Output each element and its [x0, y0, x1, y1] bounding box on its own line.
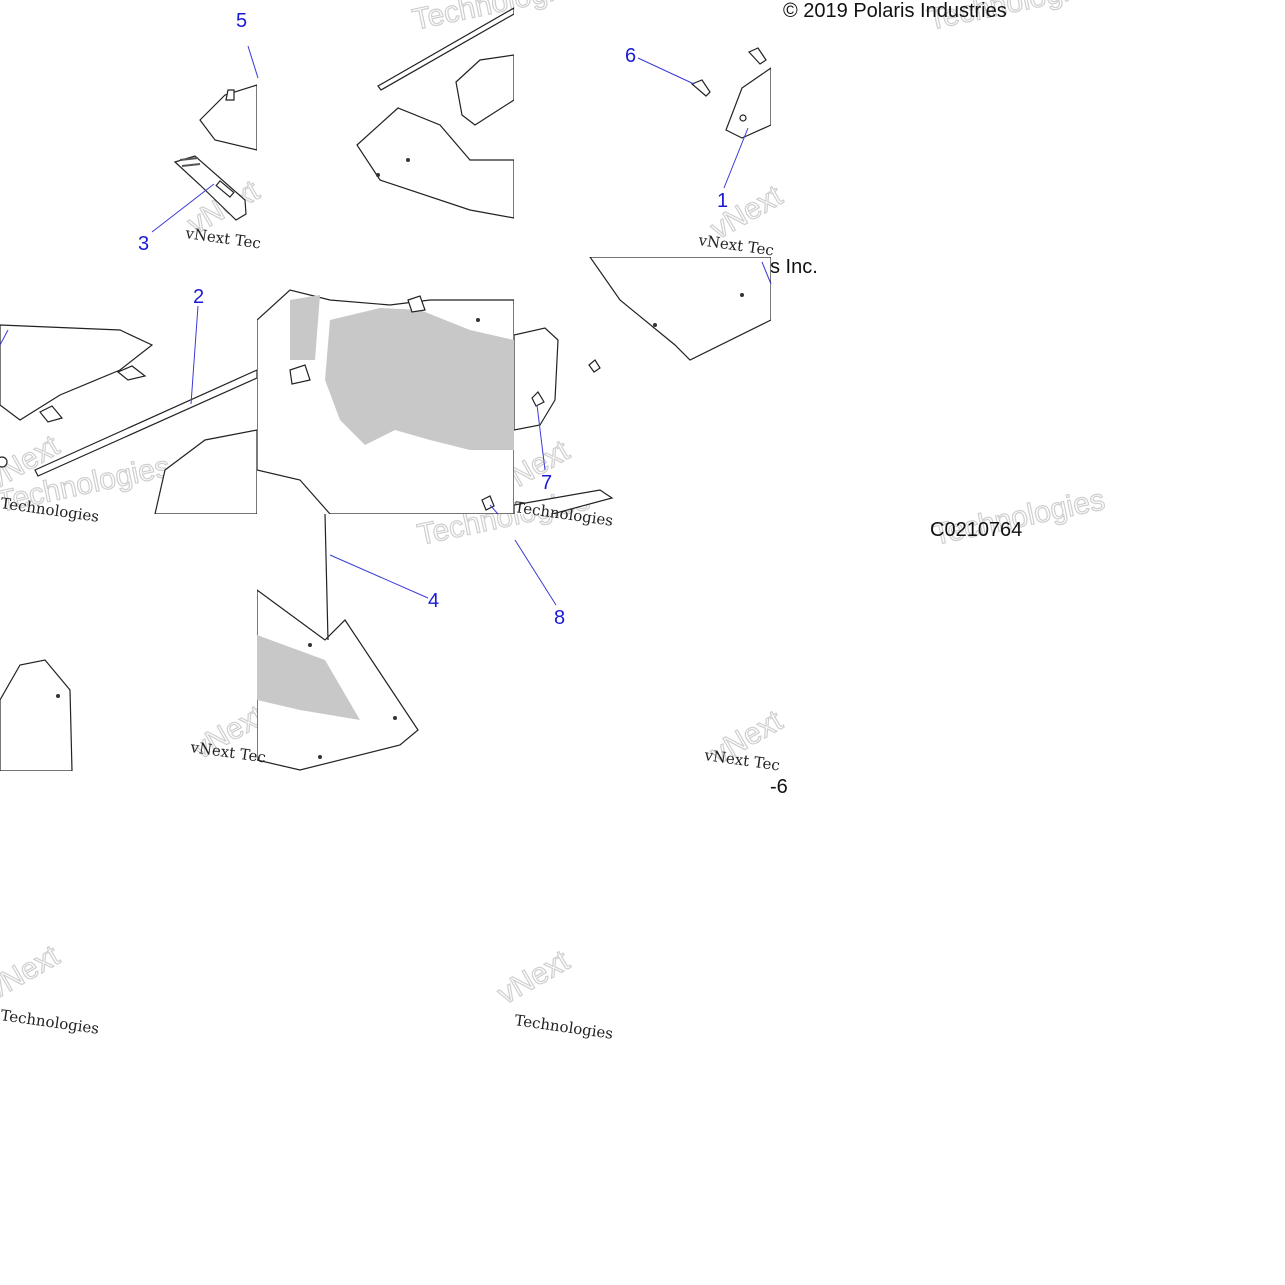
- tile-row2-col1: [0, 324, 257, 514]
- mount-hole: [376, 173, 380, 177]
- rod-upper: [377, 7, 514, 91]
- mount-hole: [406, 158, 410, 162]
- mount-hole: [393, 716, 397, 720]
- tile-row1-col2: [356, 7, 514, 219]
- leader-5: [247, 45, 259, 79]
- push-nut-7: [588, 359, 601, 373]
- clip-mount: [407, 295, 426, 313]
- copyright-notice: © 2019 Polaris Industries: [783, 0, 1007, 22]
- mount-hole: [318, 755, 322, 759]
- callout-labels: 5 3 6 1 2 7 4 8: [138, 10, 728, 629]
- bracket-side: [514, 327, 559, 431]
- leader-7: [536, 404, 546, 471]
- leader-lines: [0, 45, 772, 606]
- watermark-text: Technologies: [513, 1011, 614, 1043]
- leader-3: [151, 183, 215, 233]
- push-nut-7b: [531, 391, 545, 407]
- callout-4: 4: [428, 590, 439, 612]
- leader-6: [637, 57, 695, 85]
- callout-7: 7: [541, 472, 552, 494]
- callout-1: 1: [717, 190, 728, 212]
- callout-3: 3: [138, 233, 149, 255]
- kick-plate-ribs: [179, 157, 199, 161]
- panel-tab: [225, 89, 235, 101]
- watermark-text: Technologies: [0, 1006, 100, 1038]
- page-reference: -6: [770, 776, 788, 798]
- tile-row3-col1: [0, 659, 73, 771]
- watermark-text: vNext Tec: [702, 746, 781, 775]
- callout-8: 8: [554, 607, 565, 629]
- floor-pan-shading: [290, 295, 320, 360]
- fender-shading: [257, 635, 360, 720]
- mount-hole: [476, 318, 480, 322]
- mount-hole: [739, 114, 747, 122]
- seat-bracket: [455, 54, 514, 126]
- screw-6a: [690, 79, 711, 97]
- floor-panel-rear: [589, 257, 771, 361]
- watermark-text: vNext Tec: [696, 231, 775, 260]
- kick-plate-slot: [215, 180, 235, 198]
- fastener-cap: [0, 456, 8, 468]
- leader-1b: [761, 261, 772, 285]
- callout-2: 2: [193, 286, 204, 308]
- rod-2: [34, 369, 257, 477]
- kick-plate-ribs: [181, 163, 201, 167]
- tile-row3-col2: [257, 514, 419, 771]
- panel-tab: [116, 365, 147, 381]
- copyright-tail: s Inc.: [770, 256, 818, 278]
- tile-row1-col3: [690, 47, 771, 139]
- mount-hole: [308, 643, 312, 647]
- leader-8: [514, 539, 557, 606]
- mount-hole: [740, 293, 744, 297]
- leader-2: [190, 305, 199, 405]
- ghost-watermark: Technologies: [930, 483, 1108, 552]
- watermark-text: vNext Tec: [183, 224, 262, 253]
- floor-pan-shading: [325, 308, 514, 450]
- fender-panel: [154, 429, 257, 514]
- screw-6b: [747, 47, 767, 65]
- floor-panel-upper: [356, 107, 514, 219]
- leader-1: [723, 127, 749, 189]
- clip-mount: [289, 364, 311, 385]
- tile-row2-col3: [514, 257, 771, 514]
- figure-code: C0210764: [930, 519, 1022, 541]
- leader-7b: [489, 504, 499, 515]
- ghost-watermark: vNext: [492, 944, 575, 1011]
- rear-panel-5: [0, 324, 154, 421]
- mount-hole: [653, 323, 657, 327]
- leader-4: [329, 554, 429, 599]
- leader-5b: [0, 329, 9, 346]
- side-panel-1: [725, 67, 771, 139]
- kick-plate-3: [173, 155, 247, 221]
- callout-5: 5: [236, 10, 247, 32]
- tile-row1-col1: [173, 84, 257, 221]
- panel-tab: [39, 405, 64, 423]
- mount-hole: [56, 694, 60, 698]
- rear-fender-4: [0, 659, 73, 771]
- panel-edge: [324, 514, 329, 641]
- callout-6: 6: [625, 45, 636, 67]
- footwell-panel: [199, 84, 257, 151]
- ghost-watermark: vNext: [0, 939, 65, 1006]
- tile-row2-col2: [257, 289, 514, 514]
- trim-strip-8: [514, 489, 614, 514]
